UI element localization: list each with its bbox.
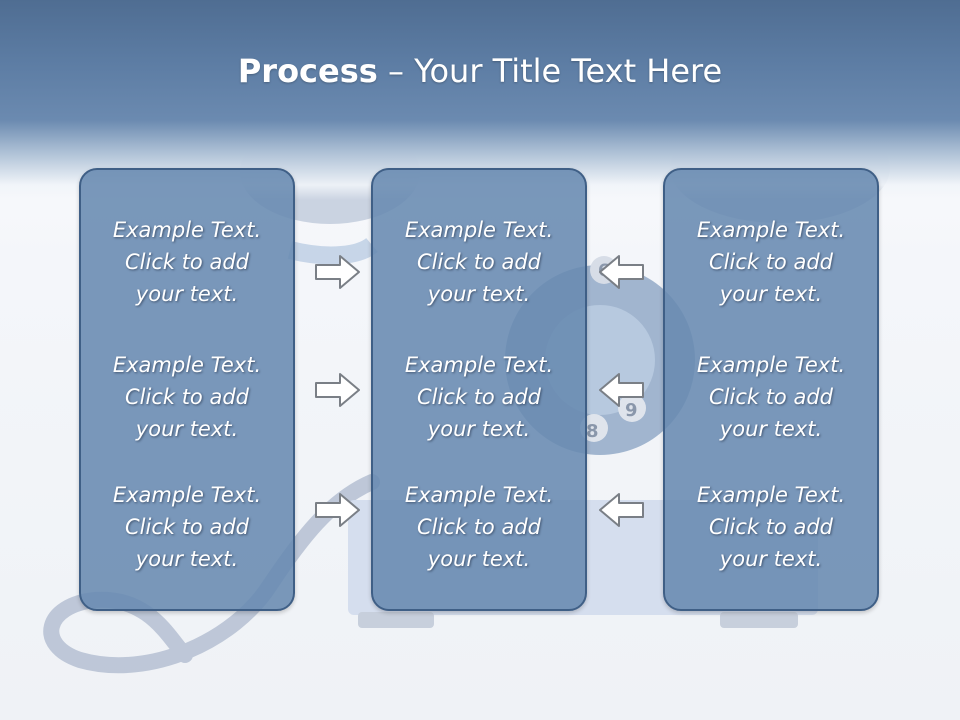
text-line: Click to add [124, 515, 249, 539]
text-line: your text. [719, 547, 823, 571]
text-line: Example Text. [112, 483, 262, 507]
arrow-right-icon [315, 255, 360, 289]
text-line: your text. [427, 547, 531, 571]
text-placeholder[interactable]: Example Text. Click to add your text. [665, 349, 877, 445]
text-line: Click to add [416, 250, 541, 274]
text-line: Click to add [708, 250, 833, 274]
arrow-left-icon [599, 493, 644, 527]
text-line: Click to add [124, 250, 249, 274]
arrow-left-icon [599, 373, 644, 407]
right-process-box[interactable]: Example Text. Click to add your text. Ex… [663, 168, 879, 611]
text-line: your text. [135, 417, 239, 441]
text-placeholder[interactable]: Example Text. Click to add your text. [373, 214, 585, 310]
text-line: Example Text. [696, 483, 846, 507]
text-line: Example Text. [696, 218, 846, 242]
title-bar [0, 0, 960, 200]
text-placeholder[interactable]: Example Text. Click to add your text. [81, 479, 293, 575]
text-placeholder[interactable]: Example Text. Click to add your text. [373, 479, 585, 575]
arrow-right-icon [315, 373, 360, 407]
text-line: Click to add [416, 385, 541, 409]
text-line: Example Text. [404, 353, 554, 377]
text-line: Click to add [416, 515, 541, 539]
text-line: your text. [427, 417, 531, 441]
left-process-box[interactable]: Example Text. Click to add your text. Ex… [79, 168, 295, 611]
text-placeholder[interactable]: Example Text. Click to add your text. [665, 214, 877, 310]
text-placeholder[interactable]: Example Text. Click to add your text. [373, 349, 585, 445]
title-rest: – Your Title Text Here [377, 52, 723, 90]
text-line: your text. [135, 282, 239, 306]
slide-title[interactable]: Process – Your Title Text Here [0, 52, 960, 90]
text-line: Example Text. [404, 483, 554, 507]
arrow-left-icon [599, 255, 644, 289]
text-line: Click to add [708, 385, 833, 409]
text-line: Example Text. [112, 353, 262, 377]
dial-digit: 8 [586, 421, 599, 442]
text-line: Click to add [124, 385, 249, 409]
text-line: Example Text. [696, 353, 846, 377]
text-line: your text. [135, 547, 239, 571]
dial-digit: 9 [625, 400, 638, 421]
text-line: Click to add [708, 515, 833, 539]
text-placeholder[interactable]: Example Text. Click to add your text. [81, 349, 293, 445]
text-placeholder[interactable]: Example Text. Click to add your text. [665, 479, 877, 575]
text-line: your text. [719, 417, 823, 441]
title-bold: Process [237, 52, 378, 90]
arrow-right-icon [315, 493, 360, 527]
text-line: your text. [427, 282, 531, 306]
text-line: Example Text. [404, 218, 554, 242]
text-line: your text. [719, 282, 823, 306]
text-line: Example Text. [112, 218, 262, 242]
text-placeholder[interactable]: Example Text. Click to add your text. [81, 214, 293, 310]
center-process-box[interactable]: Example Text. Click to add your text. Ex… [371, 168, 587, 611]
